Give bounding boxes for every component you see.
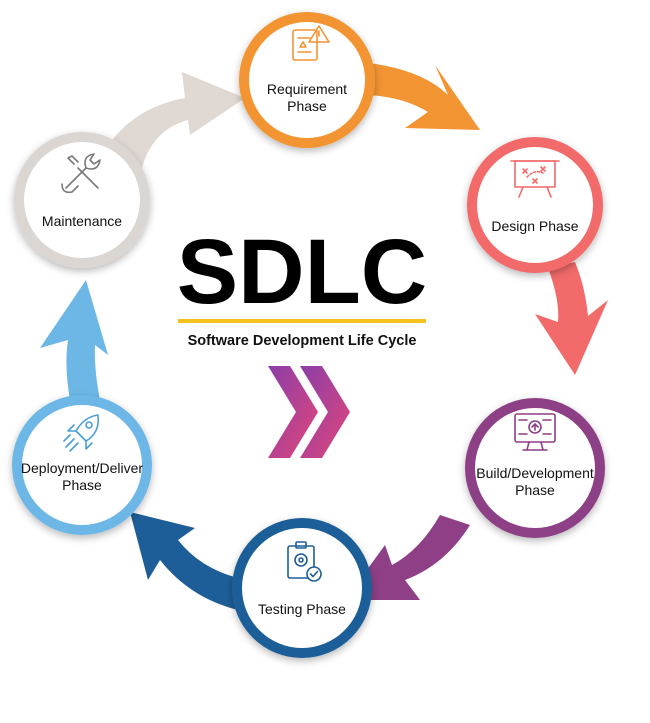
phase-disc-build: [475, 408, 595, 528]
design-board-icon: [510, 160, 560, 198]
phase-disc-requirement: [249, 22, 365, 138]
testing-clipboard-icon: [287, 541, 322, 582]
center-title-block: SDLC Software Development Life Cycle: [177, 221, 427, 458]
phase-label-design: Design Phase: [491, 218, 578, 234]
requirements-checklist-icon: [292, 25, 330, 61]
phase-node-testing: Testing Phase: [232, 518, 372, 658]
phase-label-line: Design Phase: [491, 218, 578, 234]
arrow-testing-to-deployment: [130, 512, 238, 610]
phase-label-line: Build/Development: [476, 465, 594, 481]
phase-label-maintenance: Maintenance: [42, 213, 122, 229]
phase-label-line: Maintenance: [42, 213, 122, 229]
arrow-build-to-testing: [345, 515, 470, 600]
phase-label-line: Testing Phase: [258, 601, 346, 617]
development-monitor-icon: [514, 413, 556, 451]
arrow-design-to-build: [535, 262, 608, 375]
phase-disc-maintenance: [24, 142, 140, 258]
title-underline: [178, 319, 426, 323]
phase-label-line: Phase: [62, 477, 102, 493]
phase-disc-deployment: [22, 405, 142, 525]
arrow-deployment-to-maintenance: [40, 280, 108, 400]
phase-node-design: Design Phase: [467, 137, 603, 273]
phase-node-maintenance: Maintenance: [14, 132, 150, 268]
wrench-tools-icon: [61, 153, 101, 194]
phase-label-line: Phase: [515, 482, 555, 498]
arrow-maintenance-to-requirement: [95, 72, 245, 175]
phase-disc-testing: [242, 528, 362, 648]
phase-label-line: Phase: [287, 98, 327, 114]
diagram-title: SDLC: [177, 221, 427, 323]
phase-label-testing: Testing Phase: [258, 601, 346, 617]
phase-label-line: Deployment/Deliver: [21, 460, 143, 476]
rocket-icon: [63, 414, 100, 452]
phase-disc-design: [477, 147, 593, 263]
arrow-requirement-to-design: [360, 62, 480, 130]
cycle-arrows: [40, 62, 608, 610]
phase-label-line: Requirement: [267, 81, 347, 97]
diagram-subtitle: Software Development Life Cycle: [188, 333, 417, 349]
double-chevron-icon: [268, 366, 350, 458]
